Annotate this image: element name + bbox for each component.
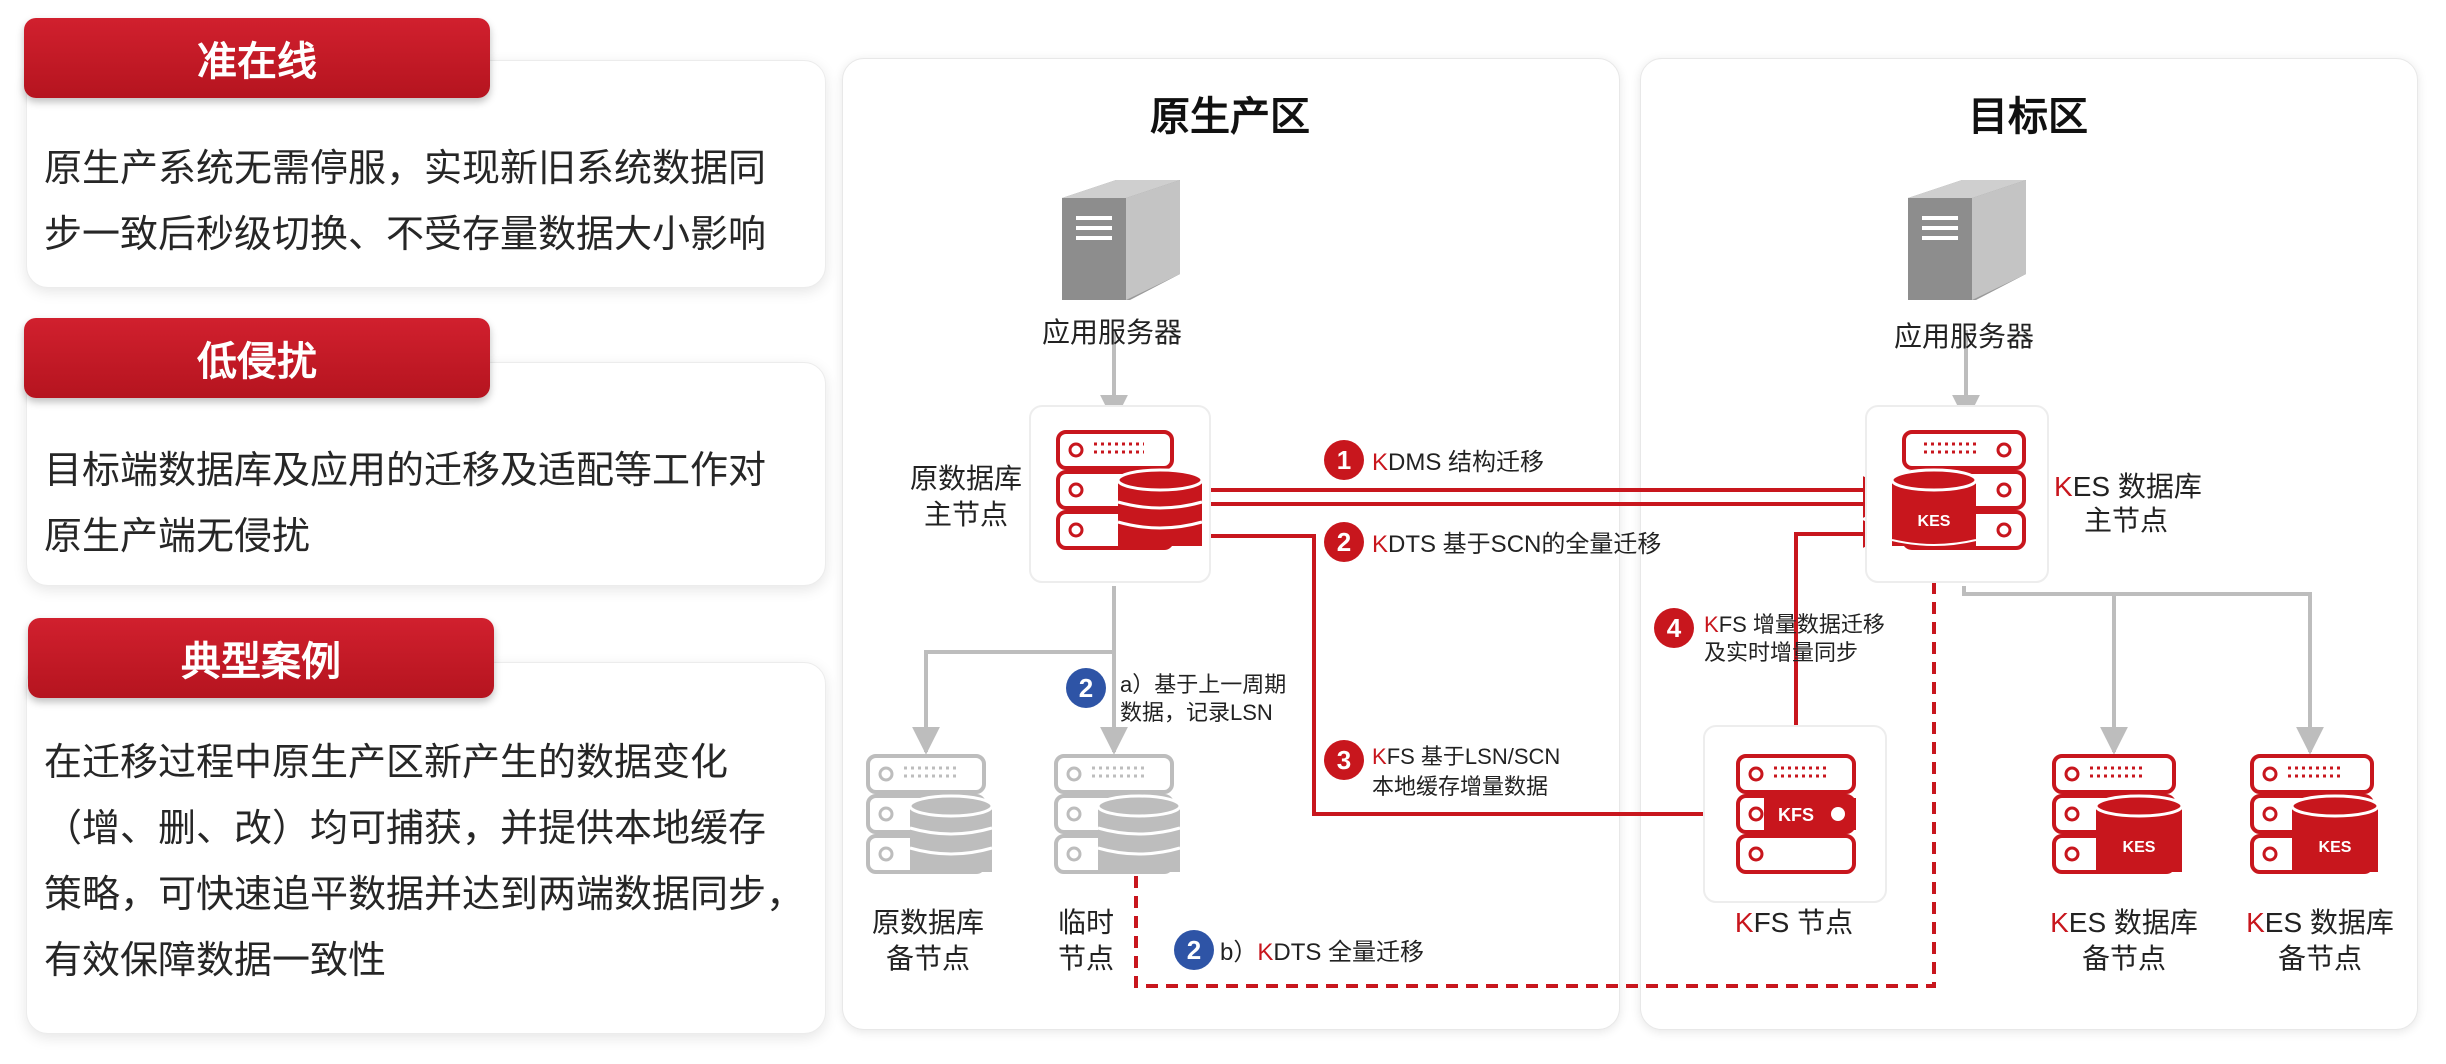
kes-standby2-label-2: 备节点 bbox=[2278, 943, 2362, 974]
zone-target-title: 目标区 bbox=[1968, 95, 2088, 139]
kfs-node-icon: KFS bbox=[1736, 754, 1856, 874]
kfs-node-label: KFS 节点 bbox=[1735, 907, 1853, 938]
zone-source-title: 原生产区 bbox=[1150, 95, 1310, 139]
kes-master-label-1: KES 数据库 bbox=[2054, 471, 2202, 502]
step-2-label: KDTS 基于SCN的全量迁移 bbox=[1372, 531, 1661, 558]
kes-standby2-label-1: KES 数据库 bbox=[2246, 907, 2394, 938]
card-low-intrusion bbox=[26, 362, 826, 586]
source-standby-label-1: 原数据库 bbox=[872, 907, 984, 938]
tag-quasi-online: 准在线 bbox=[24, 18, 490, 98]
card-text-line: 原生产系统无需停服，实现新旧系统数据同 bbox=[44, 148, 767, 190]
kes-master-db-icon: KES bbox=[1890, 430, 2026, 550]
source-master-db-icon bbox=[1056, 430, 1204, 550]
source-app-server-label: 应用服务器 bbox=[1042, 317, 1182, 348]
step-4-number: 4 bbox=[1667, 613, 1682, 643]
card-typical-case bbox=[26, 662, 826, 1034]
kes-standby2-db-icon: KES bbox=[2250, 754, 2380, 874]
target-app-server-label: 应用服务器 bbox=[1894, 321, 2034, 352]
step-4-label-2: 及实时增量同步 bbox=[1704, 640, 1858, 665]
step-2a-label-1: a）基于上一周期 bbox=[1120, 672, 1286, 697]
source-standby-db-icon bbox=[866, 754, 994, 874]
step-3-label-1: KFS 基于LSN/SCN bbox=[1372, 744, 1560, 769]
flow-kdts-temp-full bbox=[1134, 553, 1948, 988]
temp-node-label-2: 节点 bbox=[1058, 943, 1114, 974]
step-2a-badge bbox=[1066, 668, 1106, 708]
step-3-label-2: 本地缓存增量数据 bbox=[1372, 774, 1548, 799]
card-text-line: （增、删、改）均可捕获，并提供本地缓存 bbox=[44, 808, 767, 850]
kes-master-db-label: KES bbox=[1918, 513, 1951, 530]
step-1-number: 1 bbox=[1337, 445, 1351, 475]
step-2-number: 2 bbox=[1337, 527, 1351, 557]
kes-standby2-db-label: KES bbox=[2319, 839, 2352, 856]
step-4-badge bbox=[1654, 608, 1694, 648]
kes-master-label-2: 主节点 bbox=[2084, 505, 2168, 536]
card-quasi-online bbox=[26, 60, 826, 288]
step-2b-badge bbox=[1174, 930, 1214, 970]
connector-master-to-standby bbox=[912, 586, 1116, 755]
step-2a-number: 2 bbox=[1079, 673, 1093, 703]
temp-node-db-icon bbox=[1054, 754, 1182, 874]
card-quasi-online-text: 原生产系统无需停服，实现新旧系统数据同 步一致后秒级切换、不受存量数据大小影响 bbox=[44, 136, 766, 268]
kes-standby1-label-2: 备节点 bbox=[2082, 943, 2166, 974]
source-master-label-1: 原数据库 bbox=[910, 463, 1022, 494]
step-2a-label-2: 数据，记录LSN bbox=[1120, 700, 1273, 725]
card-text-line: 目标端数据库及应用的迁移及适配等工作对 bbox=[44, 450, 767, 492]
kes-standby1-db-label: KES bbox=[2123, 839, 2156, 856]
step-4-label-1: KFS 增量数据迁移 bbox=[1704, 612, 1885, 637]
step-1-label: KDMS 结构迁移 bbox=[1372, 449, 1544, 476]
step-2b-label: b）KDTS 全量迁移 bbox=[1220, 939, 1424, 966]
card-low-intrusion-text: 目标端数据库及应用的迁移及适配等工作对 原生产端无侵扰 bbox=[44, 438, 766, 570]
step-3-badge bbox=[1324, 740, 1364, 780]
card-text-line: 原生产端无侵扰 bbox=[44, 516, 311, 558]
source-app-server-icon bbox=[1062, 180, 1180, 300]
kes-standby1-label-1: KES 数据库 bbox=[2050, 907, 2198, 938]
temp-node-label-1: 临时 bbox=[1058, 907, 1114, 938]
card-text-line: 有效保障数据一致性 bbox=[44, 940, 387, 982]
step-3-number: 3 bbox=[1337, 745, 1351, 775]
card-text-line: 策略，可快速追平数据并达到两端数据同步， bbox=[44, 874, 805, 916]
source-master-label-2: 主节点 bbox=[924, 499, 1008, 530]
card-text-line: 在迁移过程中原生产区新产生的数据变化 bbox=[44, 742, 729, 784]
tag-typical-case: 典型案例 bbox=[28, 618, 494, 698]
step-1-badge bbox=[1324, 440, 1364, 480]
card-text-line: 步一致后秒级切换、不受存量数据大小影响 bbox=[44, 214, 767, 256]
card-typical-case-text: 在迁移过程中原生产区新产生的数据变化 （增、删、改）均可捕获，并提供本地缓存 策… bbox=[44, 730, 804, 994]
target-app-server-icon bbox=[1908, 180, 2026, 300]
tag-low-intrusion: 低侵扰 bbox=[24, 318, 490, 398]
flow-kfs-cache bbox=[1200, 534, 1737, 828]
flow-kfs-incremental bbox=[1794, 520, 1891, 758]
step-2b-number: 2 bbox=[1187, 935, 1201, 965]
kfs-chip-label: KFS bbox=[1778, 805, 1814, 825]
step-2-badge bbox=[1324, 522, 1364, 562]
connector-kes-to-standby2 bbox=[1962, 586, 2312, 752]
source-standby-label-2: 备节点 bbox=[886, 943, 970, 974]
kes-standby1-db-icon: KES bbox=[2052, 754, 2184, 874]
